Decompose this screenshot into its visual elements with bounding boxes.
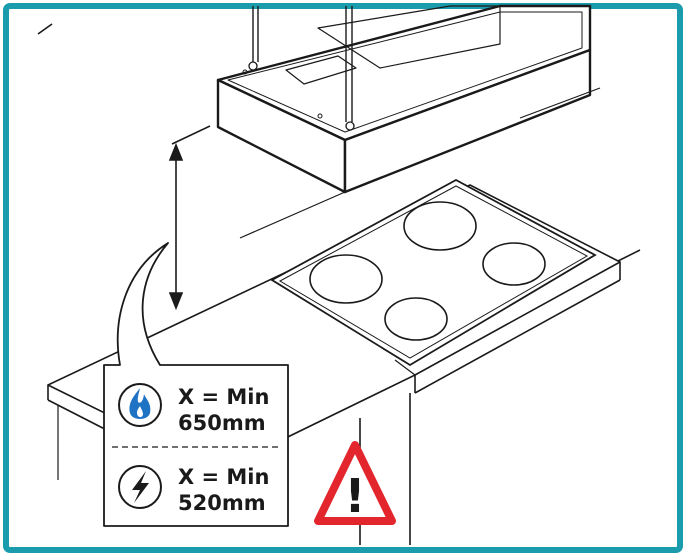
burner-front — [384, 297, 448, 341]
height-dimension-arrow — [168, 125, 211, 311]
warning-triangle-icon: ! — [314, 441, 396, 525]
electric-min-value: 520mm — [178, 491, 266, 515]
gas-min-label: X = Min — [178, 385, 269, 409]
burner-right — [482, 242, 546, 286]
induction-hob — [270, 178, 597, 367]
gas-min-value: 650mm — [178, 411, 266, 435]
ceiling — [37, 23, 53, 35]
gas-flame-icon — [118, 383, 162, 427]
clearance-callout — [103, 242, 289, 527]
burner-left — [309, 254, 383, 304]
cooker-hood — [216, 4, 592, 194]
burner-rear — [403, 201, 477, 251]
lightning-bolt-icon — [118, 465, 162, 509]
electric-min-label: X = Min — [178, 465, 269, 489]
warning-symbol: ! — [345, 469, 366, 523]
